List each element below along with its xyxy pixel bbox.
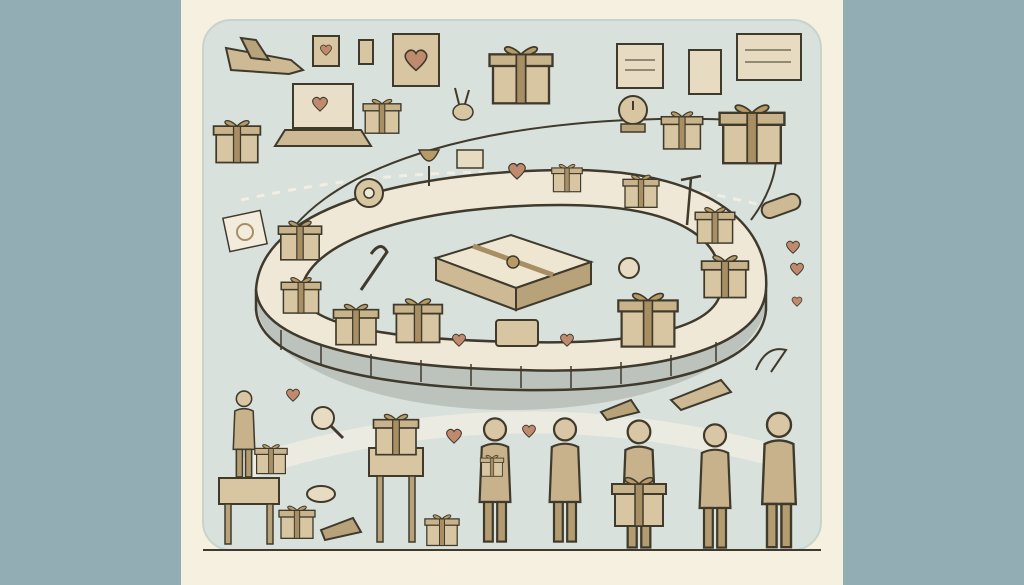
gift-icon <box>622 174 660 208</box>
shoe-icon <box>599 398 641 422</box>
picture-frame-icon <box>312 35 340 67</box>
note-card-icon <box>688 49 722 95</box>
corkscrew-icon <box>680 174 702 226</box>
picture-frame-icon <box>736 33 802 81</box>
envelope-icon <box>456 149 484 169</box>
key-icon <box>306 485 336 503</box>
letter-card-icon <box>221 209 269 253</box>
gift-icon <box>660 111 704 150</box>
clock-icon <box>618 95 648 133</box>
right-backdrop-panel <box>843 0 1024 585</box>
central-gift-box <box>432 233 595 312</box>
gift-icon <box>610 476 668 528</box>
picture-frame-icon <box>392 33 440 87</box>
gift-icon <box>488 45 554 105</box>
gift-icon <box>212 119 262 164</box>
gift-icon <box>718 103 786 165</box>
gift-icon <box>551 163 583 193</box>
gift-pedestal <box>368 413 424 543</box>
small-package <box>495 319 539 347</box>
scroll-icon <box>760 192 802 220</box>
gift-icon <box>617 292 679 348</box>
gift-icon <box>278 505 316 540</box>
gift-icon <box>332 303 380 346</box>
gift-icon <box>392 297 444 344</box>
picture-frame-icon <box>616 43 664 89</box>
tape-roll-icon <box>354 178 384 208</box>
gift-icon <box>277 220 323 261</box>
wine-glass-icon <box>417 149 441 186</box>
gift-icon <box>479 454 505 477</box>
gift-icon <box>280 276 322 314</box>
person-on-pedestal <box>218 390 288 545</box>
shoe-icon <box>319 516 363 542</box>
laptop-icon <box>273 83 373 147</box>
gift-icon <box>694 206 736 244</box>
watch-icon <box>618 257 640 279</box>
magnifier-icon <box>311 406 345 440</box>
spoon-icon <box>359 245 389 291</box>
airplane-icon <box>224 36 306 76</box>
tool-icon <box>669 378 733 412</box>
gift-icon <box>700 254 750 299</box>
rabbit-icon <box>452 87 474 121</box>
illustration-svg <box>202 19 822 551</box>
whisk-icon <box>755 348 788 373</box>
gift-circulation-illustration <box>181 0 843 585</box>
phone-icon <box>358 39 374 65</box>
left-backdrop-panel <box>0 0 181 585</box>
gift-icon <box>424 514 460 547</box>
gift-icon <box>362 98 402 134</box>
